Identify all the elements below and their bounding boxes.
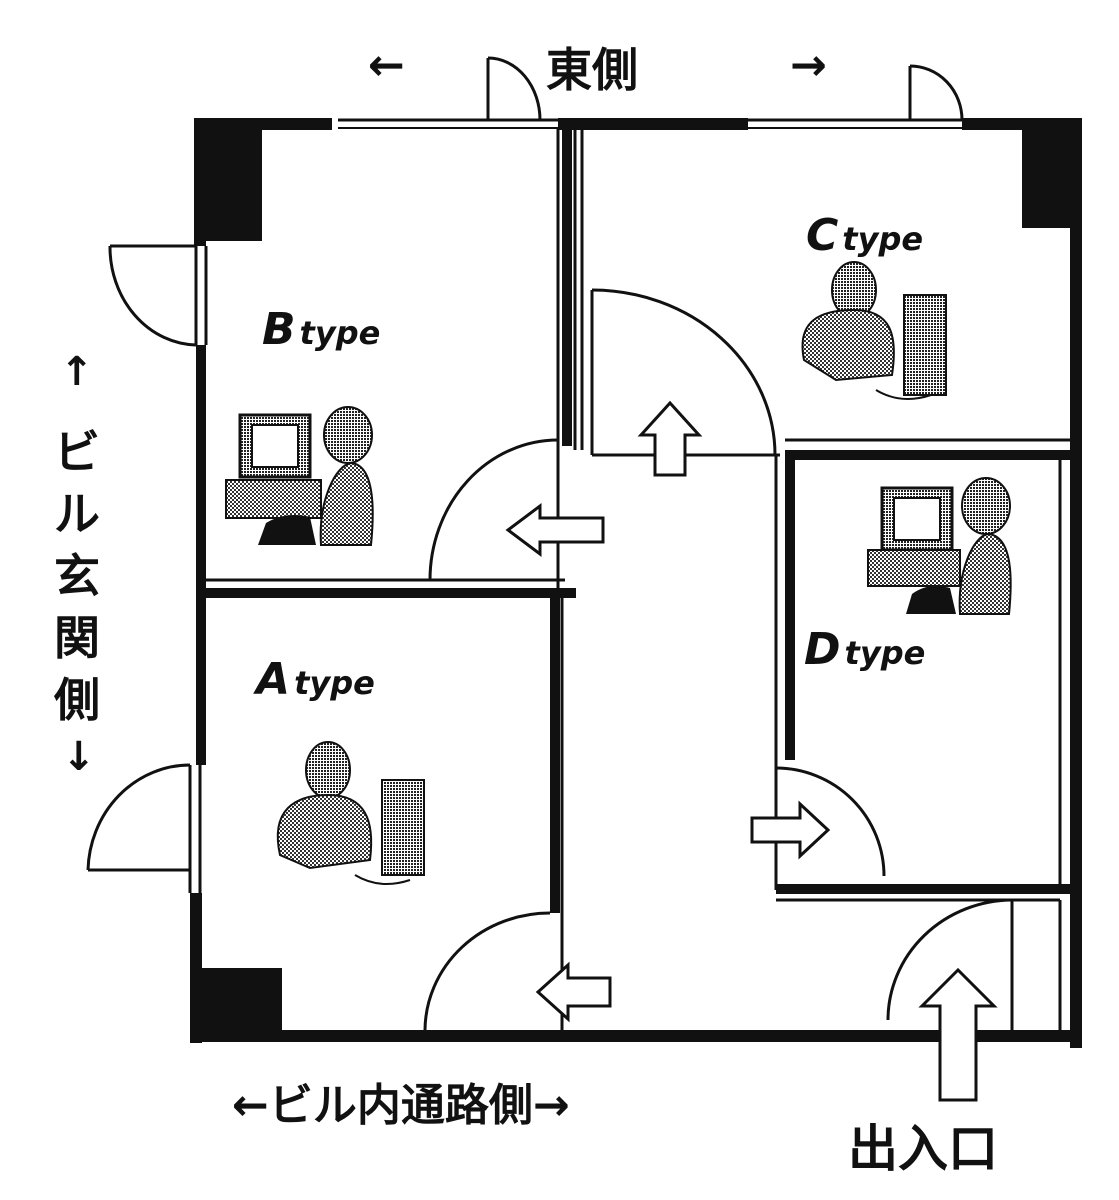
east-arrow-right: → xyxy=(790,40,827,91)
man-at-computer-icon xyxy=(801,261,947,400)
top-wall-mid xyxy=(558,118,748,130)
woman-at-computer-icon xyxy=(867,477,1012,615)
arrow-up-c xyxy=(637,400,703,477)
interior-doors xyxy=(423,288,1013,1031)
exterior-doors xyxy=(86,56,964,872)
east-arrow-left: ← xyxy=(368,40,405,91)
arrow-left-a xyxy=(535,961,612,1023)
pillar-top-left xyxy=(197,118,262,241)
svg-text:ル: ル xyxy=(54,487,100,541)
svg-text:↓: ↓ xyxy=(62,734,96,780)
man-at-computer-icon xyxy=(276,741,425,885)
svg-text:関: 関 xyxy=(54,611,100,665)
svg-text:玄: 玄 xyxy=(54,549,100,603)
svg-text:↑: ↑ xyxy=(60,349,94,395)
pillar-top-right xyxy=(1022,118,1082,228)
entrance-exit-label: 出入口 xyxy=(848,1120,998,1178)
svg-text:側: 側 xyxy=(53,673,100,727)
building-corridor-side-label: ←ビル内通路側→ xyxy=(232,1080,570,1131)
left-wall-mid xyxy=(196,345,206,765)
east-side-label: 東側 xyxy=(546,43,638,97)
interior-walls xyxy=(206,128,1070,1030)
pillar-bottom-left xyxy=(192,968,282,1042)
bottom-wall xyxy=(192,1030,1082,1042)
flow-arrows xyxy=(505,400,998,1102)
woman-at-computer-icon xyxy=(225,406,374,546)
arrow-right-d xyxy=(750,800,831,860)
right-wall xyxy=(1070,118,1082,1048)
arrow-up-exit xyxy=(918,967,998,1102)
svg-text:ビ: ビ xyxy=(54,425,100,479)
arrow-left-b xyxy=(505,503,605,557)
building-entrance-side-label: ↑ ビ ル 玄 関 側 ↓ xyxy=(53,349,100,780)
